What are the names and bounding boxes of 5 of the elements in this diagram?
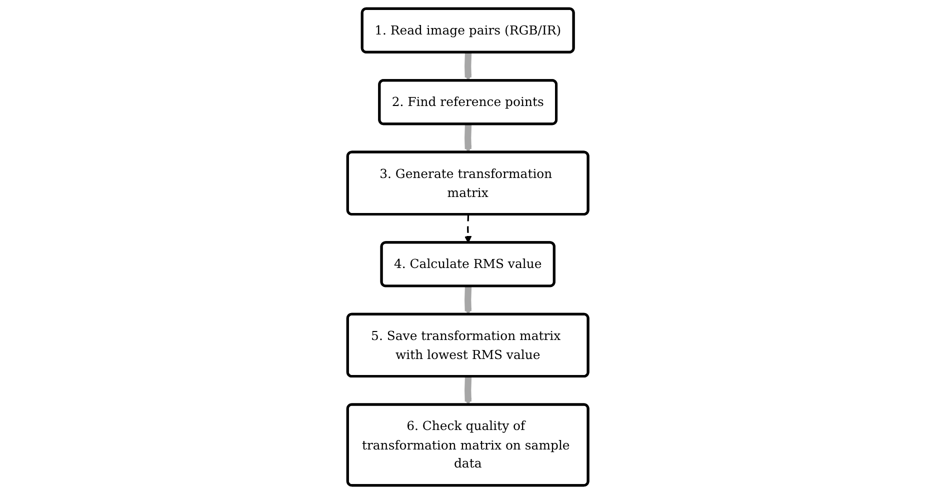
arrow [464,214,472,244]
arrow [464,52,472,82]
arrow [464,376,472,406]
arrow [464,124,472,153]
arrow [464,286,472,315]
